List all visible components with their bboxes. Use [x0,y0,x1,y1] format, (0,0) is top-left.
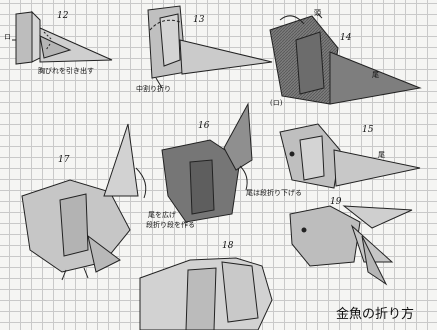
step-18-diagram [140,258,272,330]
step-number-13: 13 [193,16,204,25]
step-number-16: 16 [198,122,209,131]
step-19-diagram [290,206,412,284]
small-mark: (ロ) [270,100,282,107]
step-number-19: 19 [330,198,341,207]
step-17-caption: 尾を広げ [148,212,176,219]
step-13-diagram [148,6,272,88]
step-14-head-label: 頭 [314,10,321,17]
step-14-diagram [270,14,420,104]
step-15-caption: 尾 [378,152,385,159]
side-mark: ロ [4,34,11,41]
step-number-15: 15 [362,126,373,135]
step-number-12: 12 [57,12,68,21]
step-15-diagram [280,124,420,188]
step-number-18: 18 [222,242,233,251]
step-12-caption: 胸びれを引き出す [38,68,94,75]
page-title: 金魚の折り方 [336,308,414,321]
step-14-caption: 尾 [372,72,379,79]
step-17-diagram [22,124,146,280]
step-16-caption: 尾は段折り下げる [246,190,302,197]
step-number-17: 17 [58,156,69,165]
step-number-14: 14 [340,34,351,43]
step-17-caption-2: 段折り段を作る [146,222,195,229]
step-13-caption: 中割り折り [136,86,171,93]
